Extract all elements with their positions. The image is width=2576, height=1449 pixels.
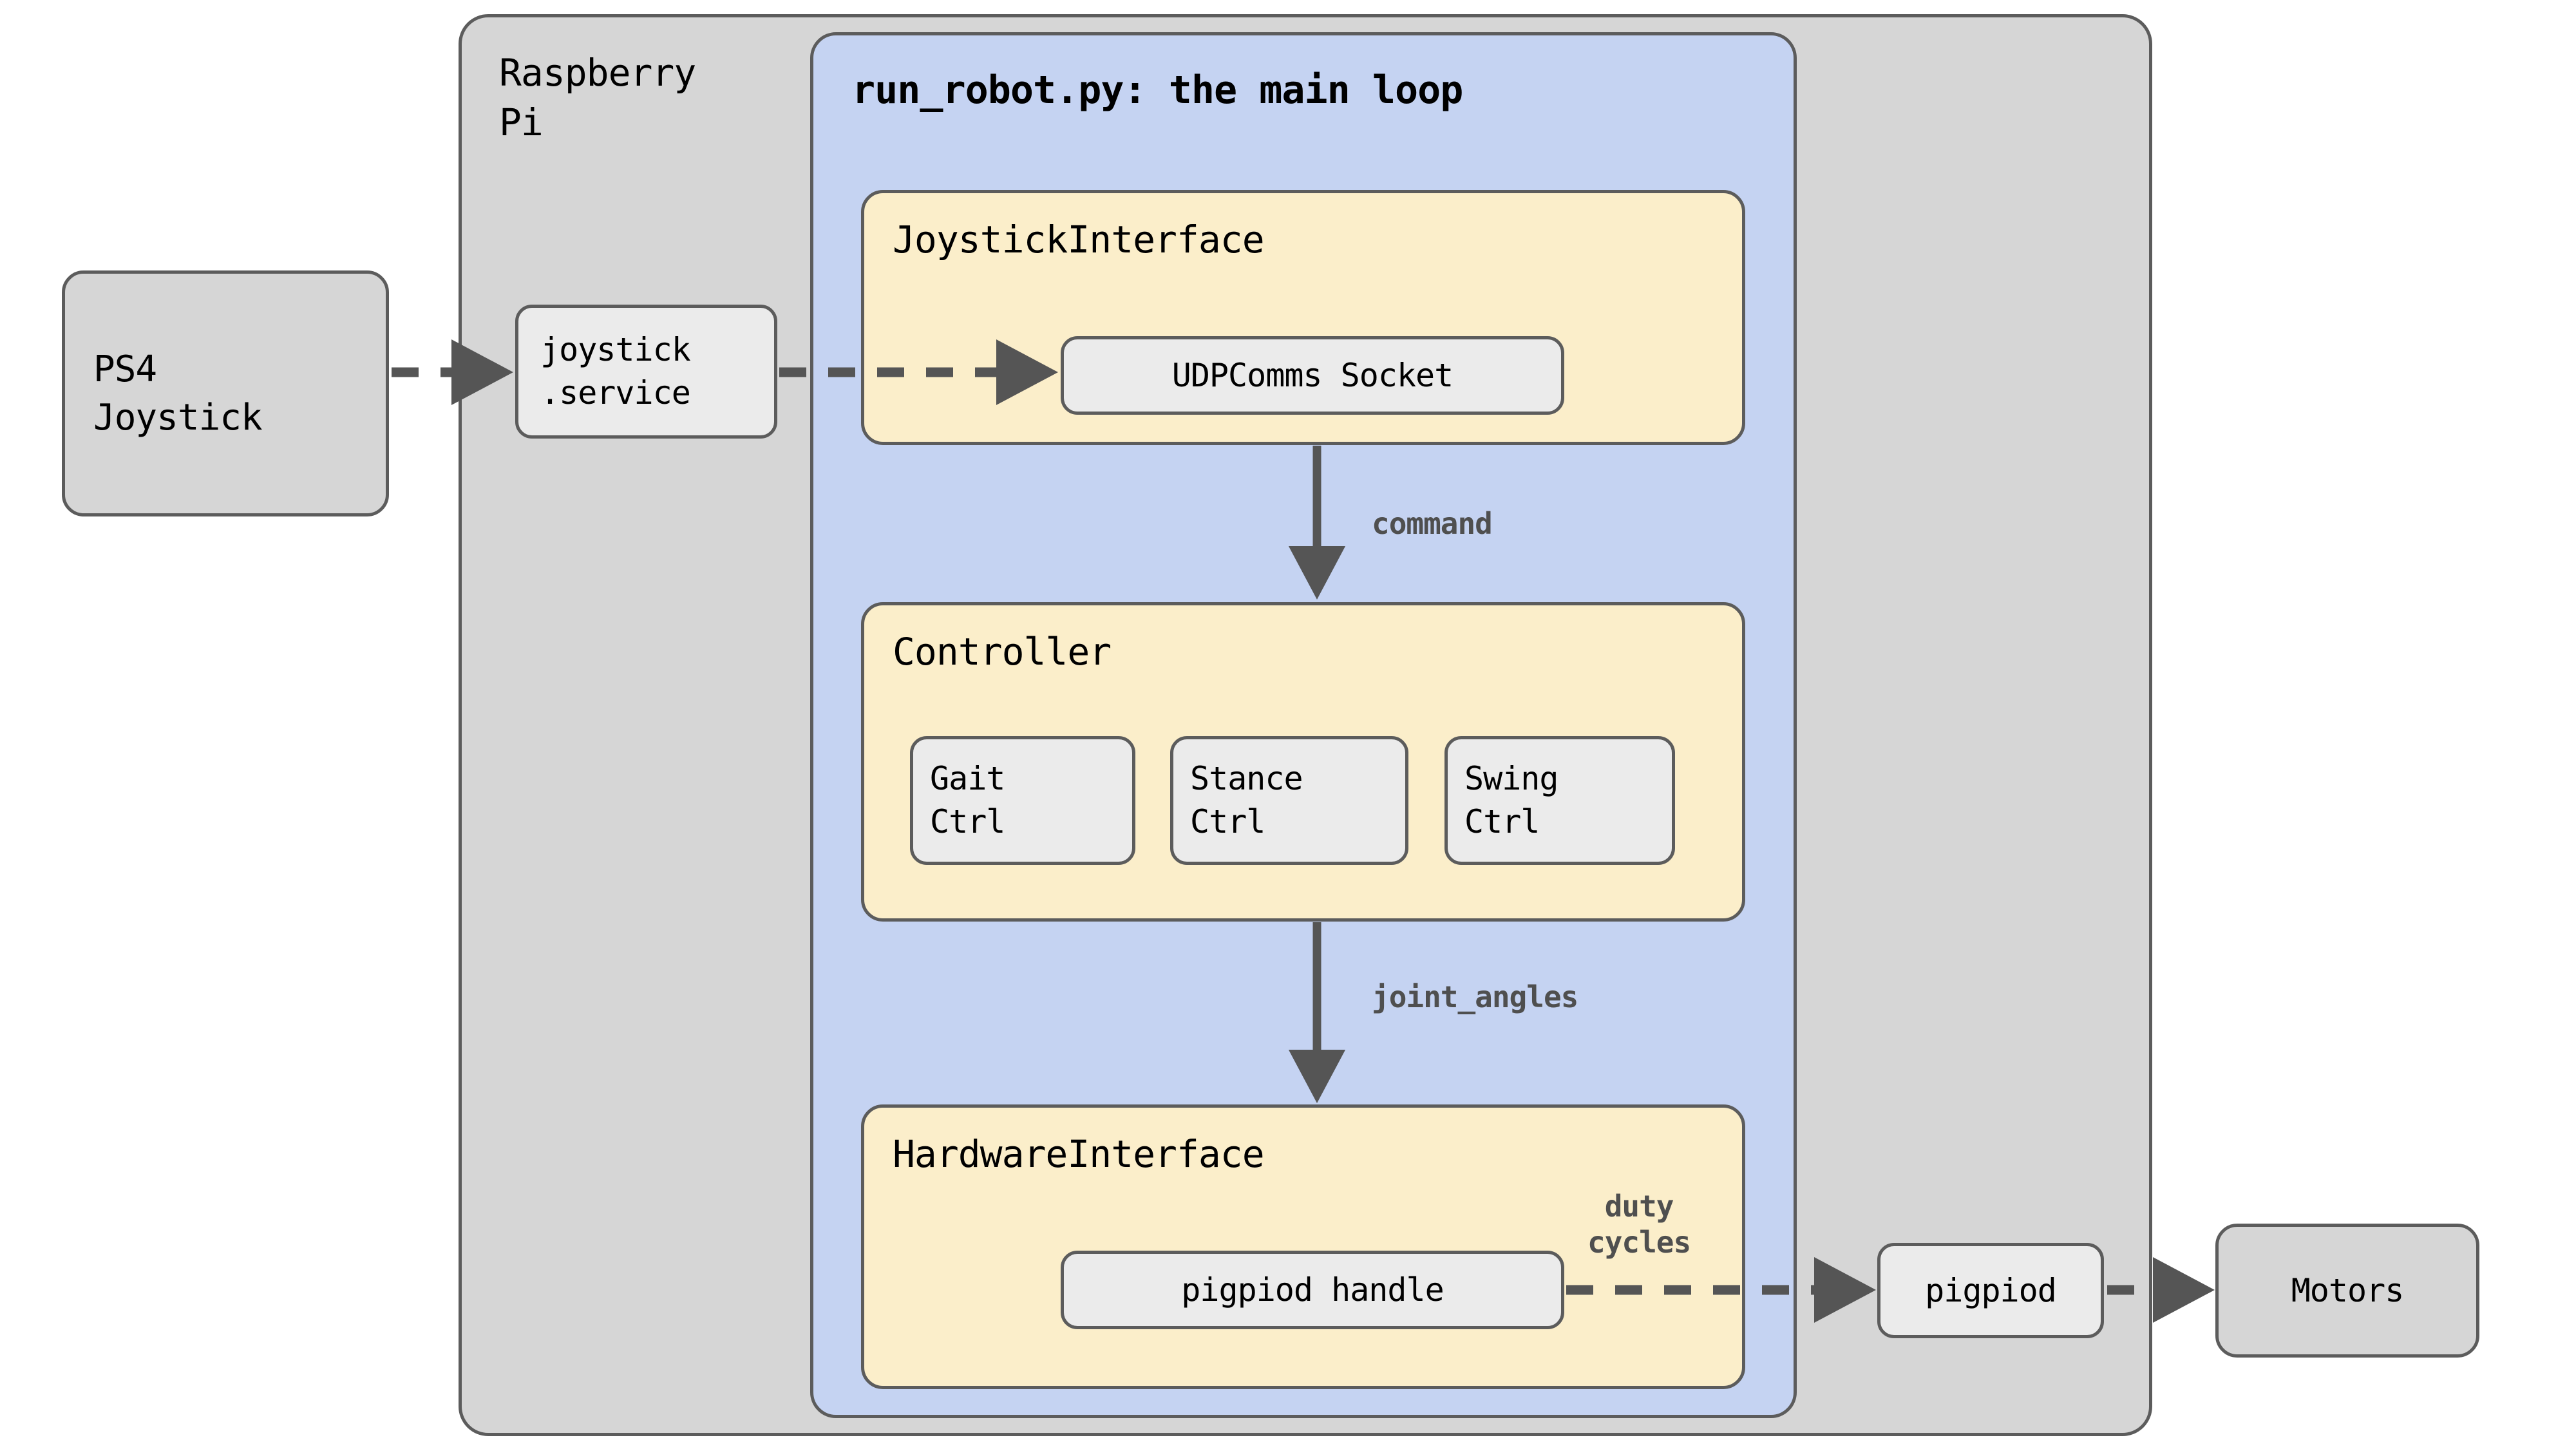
node-swing-ctrl: Swing Ctrl	[1444, 736, 1675, 865]
edge-label-joint-angles: joint_angles	[1372, 980, 1578, 1014]
node-pigpiod: pigpiod	[1877, 1243, 2104, 1338]
node-motors: Motors	[2215, 1224, 2479, 1358]
node-pigpiod-handle: pigpiod handle	[1061, 1251, 1564, 1329]
edge-label-command: command	[1372, 506, 1493, 541]
node-joystick-service: joystick .service	[515, 305, 777, 439]
hardware-interface-title: HardwareInterface	[893, 1132, 1265, 1176]
controller-title: Controller	[893, 630, 1112, 674]
joystick-interface-title: JoystickInterface	[893, 218, 1265, 261]
node-udpcomms-socket: UDPComms Socket	[1061, 336, 1564, 415]
component-hardware-interface: HardwareInterface	[861, 1104, 1745, 1389]
node-stance-ctrl: Stance Ctrl	[1170, 736, 1408, 865]
edge-label-duty-cycles: duty cycles	[1587, 1189, 1691, 1260]
main-loop-title: run_robot.py: the main loop	[852, 68, 1463, 113]
node-ps4-joystick: PS4 Joystick	[62, 270, 389, 516]
node-gait-ctrl: Gait Ctrl	[910, 736, 1135, 865]
raspberry-pi-label: Raspberry Pi	[499, 51, 696, 144]
